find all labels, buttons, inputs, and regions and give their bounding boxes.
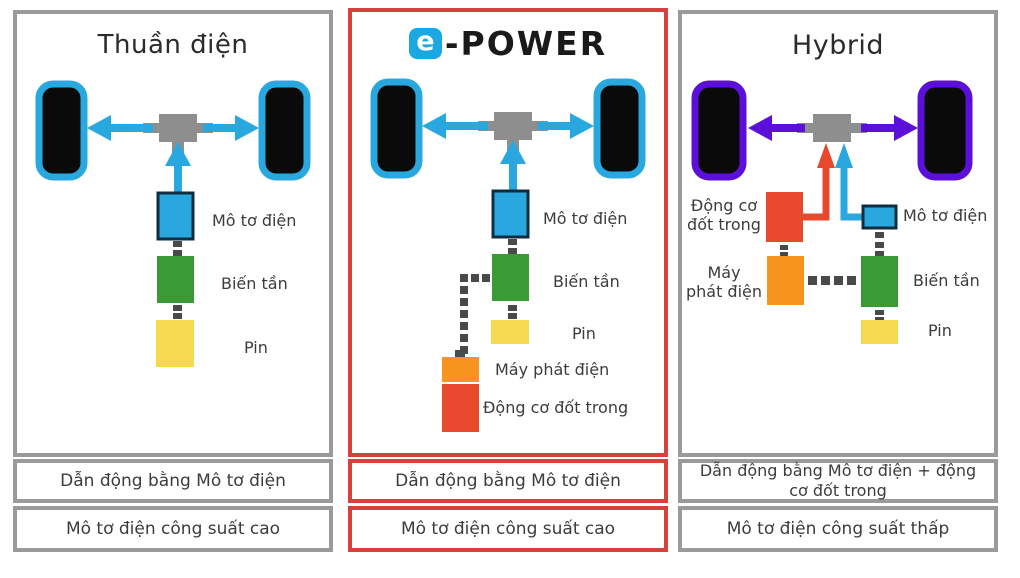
- motor-box: [156, 191, 195, 241]
- battery-label: Pin: [572, 324, 596, 343]
- e-power-diagram: [370, 78, 646, 432]
- axle-arrow-left: [87, 115, 153, 141]
- motor-power-text: Mô tơ điện công suất cao: [400, 519, 616, 539]
- motor-label: Mô tơ điện: [212, 211, 297, 230]
- generator-label: Máy phát điện: [495, 360, 610, 379]
- axle-arrow-right: [861, 115, 918, 141]
- motor-box: [491, 189, 530, 239]
- motor-inverter-connector: [508, 239, 517, 254]
- motor-output-arrow: [165, 142, 191, 195]
- inverter-box: [157, 256, 194, 303]
- wheel-left: [370, 78, 423, 179]
- axle-arrow-left: [748, 115, 805, 141]
- axle-arrow-left: [422, 113, 488, 139]
- inverter-battery-connector: [508, 305, 517, 319]
- wheel-left: [35, 80, 88, 181]
- generator-box: [767, 256, 804, 305]
- generator-box: [442, 357, 479, 382]
- motor-inverter-connector: [173, 241, 182, 256]
- motor-power-row-pure-electric: Mô tơ điện công suất cao: [13, 506, 333, 552]
- axle-block: [159, 114, 197, 142]
- generator-label: Máy phát điện: [685, 263, 763, 301]
- wheel-right: [917, 80, 973, 181]
- motor-drive-line: [840, 166, 865, 221]
- motor-power-row-e-power: Mô tơ điện công suất cao: [348, 506, 668, 552]
- drive-type-row-e-power: Dẫn động bằng Mô tơ điện: [348, 459, 668, 503]
- battery-box: [861, 320, 898, 344]
- e-power-logo-text: -POWER: [444, 23, 608, 63]
- inverter-battery-connector: [173, 305, 182, 319]
- motor-power-text: Mô tơ điện công suất thấp: [726, 519, 950, 539]
- panel-hybrid: Hybrid: [678, 10, 998, 552]
- drive-type-row-pure-electric: Dẫn động bằng Mô tơ điện: [13, 459, 333, 503]
- motor-output-arrow: [500, 140, 526, 193]
- drive-type-text: Dẫn động bằng Mô tơ điện: [395, 471, 621, 491]
- motor-label: Mô tơ điện: [903, 206, 988, 225]
- panel-title-hybrid: Hybrid: [791, 30, 885, 61]
- axle-stub-right: [849, 123, 867, 133]
- motor-drive-arrowhead: [835, 143, 853, 168]
- battery-label: Pin: [244, 338, 268, 357]
- inverter-box: [861, 256, 898, 307]
- drive-type-row-hybrid: Dẫn động bằng Mô tơ điện + động cơ đốt t…: [678, 459, 998, 503]
- battery-label: Pin: [928, 321, 952, 340]
- engine-box: [442, 384, 479, 432]
- pure-electric-diagram-box: Thuần điện M: [13, 10, 333, 457]
- panel-pure-electric: Thuần điện M: [13, 10, 333, 552]
- inverter-battery-connector: [875, 310, 884, 322]
- panel-title-pure-electric: Thuần điện: [97, 30, 249, 60]
- engine-generator-connector: [780, 245, 788, 257]
- motor-power-row-hybrid: Mô tơ điện công suất thấp: [678, 506, 998, 552]
- axle-arrow-right: [203, 115, 259, 141]
- generator-inverter-dashed-link: [455, 274, 490, 358]
- e-power-diagram-box: e -POWER: [348, 8, 668, 457]
- axle-block: [494, 112, 532, 140]
- pure-electric-diagram: [35, 80, 311, 367]
- motor-label: Mô tơ điện: [543, 209, 628, 228]
- motor-inverter-connector: [875, 232, 884, 257]
- inverter-label: Biến tần: [553, 272, 620, 291]
- e-power-badge: e: [408, 27, 442, 59]
- axle-block: [813, 114, 851, 142]
- motor-power-text: Mô tơ điện công suất cao: [65, 519, 281, 539]
- wheel-right: [258, 80, 311, 181]
- hybrid-diagram-box: Hybrid: [678, 10, 998, 457]
- e-power-logo: e -POWER: [352, 23, 664, 63]
- engine-box: [766, 192, 803, 242]
- engine-label: Động cơ đốt trong: [687, 196, 761, 234]
- wheel-left: [691, 80, 747, 181]
- axle-stub-left: [797, 123, 815, 133]
- engine-drive-arrowhead: [817, 143, 835, 168]
- panel-e-power: e -POWER: [348, 8, 668, 552]
- inverter-label: Biến tần: [913, 271, 980, 290]
- inverter-box: [492, 254, 529, 301]
- engine-drive-line: [800, 166, 830, 221]
- hybrid-diagram: [691, 80, 973, 344]
- battery-box: [491, 320, 529, 344]
- drive-type-text: Dẫn động bằng Mô tơ điện + động cơ đốt t…: [699, 461, 977, 500]
- wheel-right: [593, 78, 646, 179]
- motor-box: [861, 204, 898, 230]
- battery-box: [156, 320, 194, 367]
- inverter-label: Biến tần: [221, 274, 288, 293]
- drive-type-text: Dẫn động bằng Mô tơ điện: [60, 471, 286, 491]
- engine-label: Động cơ đốt trong: [483, 398, 629, 417]
- generator-inverter-dashed-link: [808, 276, 856, 285]
- axle-arrow-right: [538, 113, 594, 139]
